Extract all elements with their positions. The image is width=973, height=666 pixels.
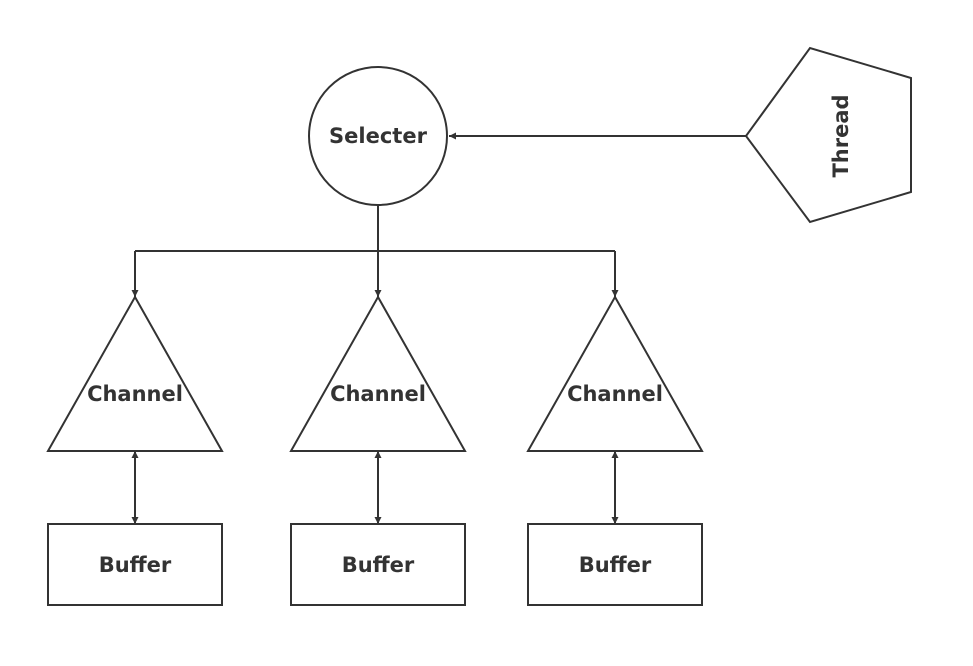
buffer-node[interactable]: Buffer xyxy=(47,523,223,606)
thread-node[interactable]: Thread xyxy=(744,46,912,224)
buffer-label: Buffer xyxy=(99,553,172,577)
buffer-node[interactable]: Buffer xyxy=(290,523,466,606)
connectors xyxy=(131,132,746,524)
channel-triangle xyxy=(289,294,467,452)
channel-triangle xyxy=(526,294,704,452)
buffer-box xyxy=(290,523,466,606)
buffer-node[interactable]: Buffer xyxy=(527,523,703,606)
buffer-box xyxy=(47,523,223,606)
channel-label: Channel xyxy=(330,382,426,406)
buffer-label: Buffer xyxy=(342,553,415,577)
channel-node[interactable]: Channel xyxy=(46,294,224,452)
channel-node[interactable]: Channel xyxy=(526,294,704,452)
channel-node[interactable]: Channel xyxy=(289,294,467,452)
channel-label: Channel xyxy=(87,382,183,406)
buffer-box xyxy=(527,523,703,606)
thread-pentagon xyxy=(744,46,912,224)
channel-label: Channel xyxy=(567,382,663,406)
selector-node[interactable]: Selecter xyxy=(308,66,448,206)
buffer-label: Buffer xyxy=(579,553,652,577)
selector-label: Selecter xyxy=(329,124,428,148)
selector-circle xyxy=(308,66,448,206)
thread-label: Thread xyxy=(829,94,853,177)
channel-triangle xyxy=(46,294,224,452)
